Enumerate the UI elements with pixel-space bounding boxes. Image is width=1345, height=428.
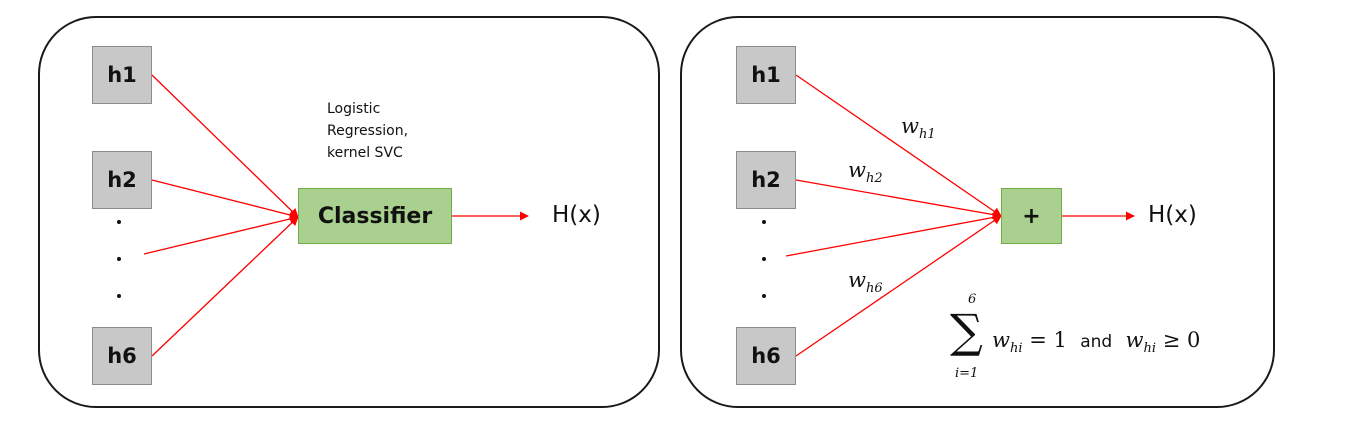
input-box-h6-left: h6 [92,327,152,385]
classifier-note-line: Logistic [327,101,381,117]
classifier-note: Logistic Regression, kernel SVC [327,98,408,164]
weight-label-h6: wh6 [848,268,883,296]
ellipsis-dot [117,220,121,224]
edge-h1-sum [795,74,1002,217]
term-base: w [992,328,1010,352]
ellipsis-dot [762,220,766,224]
classifier-note-line: kernel SVC [327,145,403,161]
ellipsis-dot [762,257,766,261]
output-label-left: H(x) [552,202,601,228]
input-box-h1-right: h1 [736,46,796,104]
edge-h2-sum [795,179,1002,220]
term-sub: hi [1143,341,1157,356]
edge-dots-classifier [143,214,299,255]
edge-h6-classifier [151,216,299,357]
classifier-note-line: Regression, [327,123,409,139]
edge-h1-classifier [151,74,299,218]
term-equals: = 1 [1029,328,1067,352]
weight-constraint-formula: 6 ∑ i=1 whi = 1 and whi ≥ 0 [946,290,1246,390]
sum-box: + [1001,188,1062,244]
term-relation: ≥ 0 [1162,328,1201,352]
weight-label-h1: wh1 [901,114,936,142]
constraint-expression: whi = 1 and whi ≥ 0 [992,328,1200,356]
weight-label-h2: wh2 [848,158,883,186]
input-box-h6-right: h6 [736,327,796,385]
ellipsis-dot [117,294,121,298]
input-box-h2-right: h2 [736,151,796,209]
classifier-box: Classifier [298,188,452,244]
ellipsis-dot [117,257,121,261]
sum-lower-limit: i=1 [955,366,979,381]
edge-h2-classifier [151,179,299,220]
sigma-symbol: ∑ [950,304,983,358]
edge-dots-sum [785,213,1002,257]
ellipsis-dot [762,294,766,298]
input-box-h1-left: h1 [92,46,152,104]
term-sub: hi [1009,341,1023,356]
sum-upper-limit: 6 [968,292,977,307]
edge-h6-sum [795,215,1002,357]
term-connector: and [1080,332,1113,352]
output-label-right: H(x) [1148,202,1197,228]
input-box-h2-left: h2 [92,151,152,209]
term-base: w [1125,328,1144,352]
